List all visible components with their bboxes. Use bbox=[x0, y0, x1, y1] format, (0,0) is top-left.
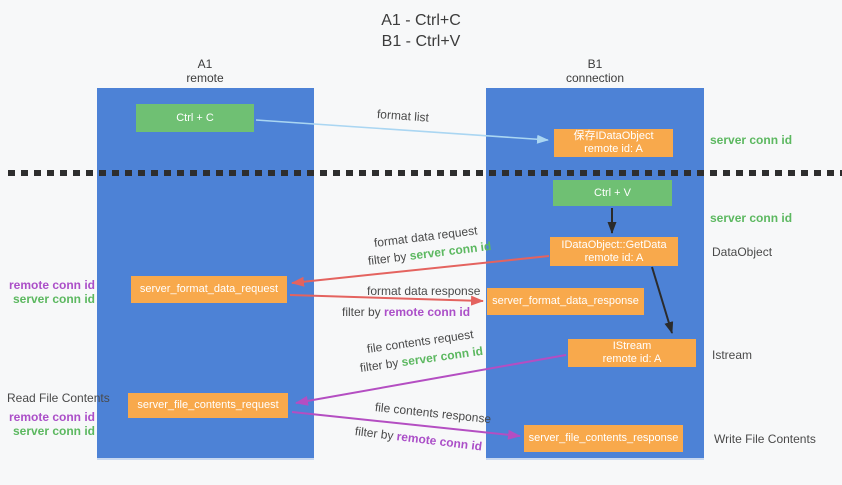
left-label-server-conn-id-top: server conn id bbox=[12, 292, 95, 306]
node-ctrl-c-label: Ctrl + C bbox=[176, 111, 214, 124]
title-line-1: A1 - Ctrl+C bbox=[381, 12, 461, 29]
node-server-file-contents-response: server_file_contents_response bbox=[524, 425, 683, 452]
node-getdata-line2: remote id: A bbox=[584, 251, 644, 264]
column-header-a1: A1 remote bbox=[155, 57, 255, 85]
right-label-server-conn-id-top: server conn id bbox=[710, 133, 793, 147]
node-idataobject-getdata: IDataObject::GetData remote id: A bbox=[550, 237, 678, 266]
node-file-request-label: server_file_contents_request bbox=[137, 399, 279, 411]
node-getdata-line1: IDataObject::GetData bbox=[561, 238, 667, 251]
column-b1-subtitle: connection bbox=[565, 71, 625, 85]
format-list-arrow bbox=[255, 119, 549, 144]
node-save-dataobject-line1: 保存IDataObject bbox=[573, 130, 654, 142]
column-header-b1: B1 connection bbox=[545, 57, 645, 85]
node-server-format-data-response: server_format_data_response bbox=[487, 288, 644, 315]
format-data-response-label: format data response bbox=[367, 284, 481, 298]
node-save-dataobject: 保存IDataObject remote id: A bbox=[554, 129, 673, 157]
right-label-write-file-contents: Write File Contents bbox=[714, 432, 816, 446]
node-ctrl-v-label: Ctrl + V bbox=[594, 186, 631, 199]
file-contents-request-arrow bbox=[295, 354, 567, 406]
left-label-server-conn-id-bottom: server conn id bbox=[12, 424, 95, 438]
column-a1-subtitle: remote bbox=[186, 71, 224, 85]
node-istream-line2: remote id: A bbox=[602, 353, 662, 365]
node-save-dataobject-line2: remote id: A bbox=[584, 143, 643, 155]
left-label-remote-conn-id-top: remote conn id bbox=[8, 278, 95, 292]
right-label-dataobject: DataObject bbox=[712, 245, 773, 259]
column-a1-name: A1 bbox=[197, 57, 213, 71]
file-contents-response-arrow bbox=[291, 411, 521, 440]
node-file-response-label: server_file_contents_response bbox=[528, 432, 679, 444]
format-data-response-filter: filter by remote conn id bbox=[342, 305, 470, 319]
left-label-remote-conn-id-bottom: remote conn id bbox=[8, 410, 95, 424]
diagram-title: A1 - Ctrl+C B1 - Ctrl+V bbox=[0, 10, 842, 52]
right-label-server-conn-id-mid: server conn id bbox=[710, 211, 793, 225]
column-b1-name: B1 bbox=[587, 57, 603, 71]
node-server-format-data-request: server_format_data_request bbox=[131, 276, 287, 303]
format-data-request-arrow bbox=[291, 255, 550, 287]
node-istream: IStream remote id: A bbox=[568, 339, 696, 367]
dotted-divider bbox=[8, 170, 842, 176]
right-label-istream: Istream bbox=[712, 348, 753, 362]
node-format-request-label: server_format_data_request bbox=[139, 283, 279, 295]
format-data-response-arrow bbox=[289, 294, 484, 306]
getdata-to-istream-arrow bbox=[651, 266, 674, 334]
node-ctrl-c: Ctrl + C bbox=[136, 104, 254, 132]
title-line-2: B1 - Ctrl+V bbox=[381, 33, 461, 50]
node-istream-line1: IStream bbox=[612, 340, 652, 352]
left-label-read-file-contents: Read File Contents bbox=[7, 391, 110, 405]
node-server-file-contents-request: server_file_contents_request bbox=[128, 393, 288, 418]
remote-conn-id-key-2: remote conn id bbox=[384, 305, 471, 319]
node-ctrl-v: Ctrl + V bbox=[553, 180, 672, 206]
node-format-response-label: server_format_data_response bbox=[492, 295, 639, 307]
filter-by-text-2: filter by bbox=[342, 305, 385, 319]
